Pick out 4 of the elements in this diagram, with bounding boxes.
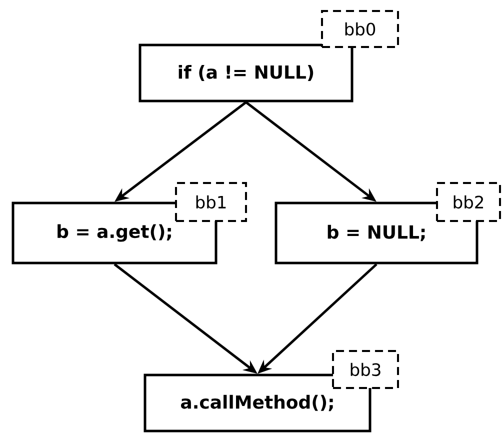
block-label: bb3 — [332, 350, 399, 389]
block-label: bb2 — [436, 182, 501, 222]
block-label: bb0 — [321, 10, 399, 48]
block-label: bb1 — [175, 182, 247, 222]
